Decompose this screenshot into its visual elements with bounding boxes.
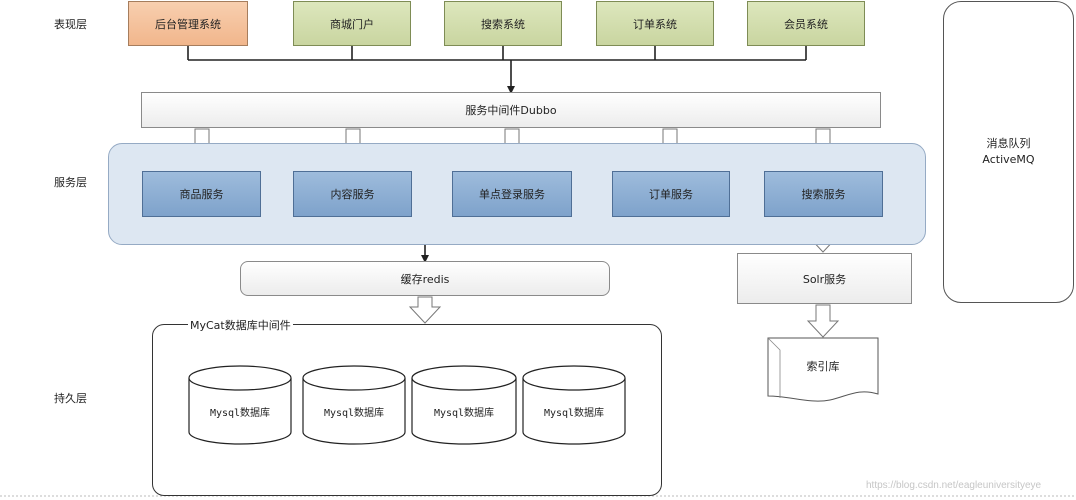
mall-portal-box[interactable]: 商城门户 <box>293 1 411 46</box>
message-queue-panel[interactable]: 消息队列 ActiveMQ <box>943 1 1074 303</box>
mysql-database-label: Mysql数据库 <box>433 408 495 419</box>
admin-system-label: 后台管理系统 <box>155 17 221 31</box>
order-service-box[interactable]: 订单服务 <box>612 171 730 217</box>
index-library-label: 索引库 <box>806 360 840 373</box>
mysql-database-label: Mysql数据库 <box>323 408 385 419</box>
search-service-label: 搜索服务 <box>801 188 846 201</box>
content-service-label: 内容服务 <box>330 188 375 201</box>
message-queue-name: ActiveMQ <box>982 153 1035 166</box>
sso-service-label: 单点登录服务 <box>479 188 545 201</box>
search-system-label: 搜索系统 <box>481 17 525 31</box>
persistence-layer-label: 持久层 <box>54 392 87 405</box>
order-system-box[interactable]: 订单系统 <box>596 1 714 46</box>
presentation-to-dubbo-connector <box>187 46 807 94</box>
order-service-label: 订单服务 <box>649 188 693 201</box>
redis-cache-box[interactable]: 缓存redis <box>240 261 610 296</box>
mysql-database-cylinder-1[interactable] <box>188 365 292 445</box>
dubbo-middleware-label: 服务中间件Dubbo <box>465 104 557 117</box>
mysql-database-cylinder-2[interactable] <box>302 365 406 445</box>
order-system-label: 订单系统 <box>633 17 677 31</box>
mall-portal-label: 商城门户 <box>330 17 374 31</box>
message-queue-title: 消息队列 <box>986 136 1031 150</box>
mysql-database-label: Mysql数据库 <box>543 408 605 419</box>
redis-to-mycat-arrow <box>408 296 442 324</box>
mysql-database-cylinder-3[interactable] <box>411 365 517 445</box>
service-layer-label: 服务层 <box>54 176 87 189</box>
dubbo-middleware-bar[interactable]: 服务中间件Dubbo <box>141 92 881 128</box>
mysql-database-cylinder-4[interactable] <box>522 365 626 445</box>
presentation-layer-label: 表现层 <box>54 18 87 31</box>
member-system-label: 会员系统 <box>784 17 828 31</box>
solr-service-label: Solr服务 <box>802 272 847 286</box>
watermark-text: https://blog.csdn.net/eagleuniversityeye <box>866 480 1042 491</box>
redis-cache-label: 缓存redis <box>400 272 450 286</box>
admin-system-box[interactable]: 后台管理系统 <box>128 1 248 46</box>
product-service-label: 商品服务 <box>179 188 224 201</box>
mycat-middleware-title: MyCat数据库中间件 <box>188 317 293 333</box>
index-library-document-shape <box>767 337 879 402</box>
search-system-box[interactable]: 搜索系统 <box>444 1 562 46</box>
solr-service-box[interactable]: Solr服务 <box>737 253 912 304</box>
member-system-box[interactable]: 会员系统 <box>747 1 865 46</box>
sso-service-box[interactable]: 单点登录服务 <box>452 171 572 217</box>
search-service-box[interactable]: 搜索服务 <box>764 171 883 217</box>
product-service-box[interactable]: 商品服务 <box>142 171 261 217</box>
solr-to-index-arrow <box>806 304 840 338</box>
content-service-box[interactable]: 内容服务 <box>293 171 412 217</box>
mysql-database-label: Mysql数据库 <box>209 408 271 419</box>
index-library-document-fold <box>767 337 781 398</box>
